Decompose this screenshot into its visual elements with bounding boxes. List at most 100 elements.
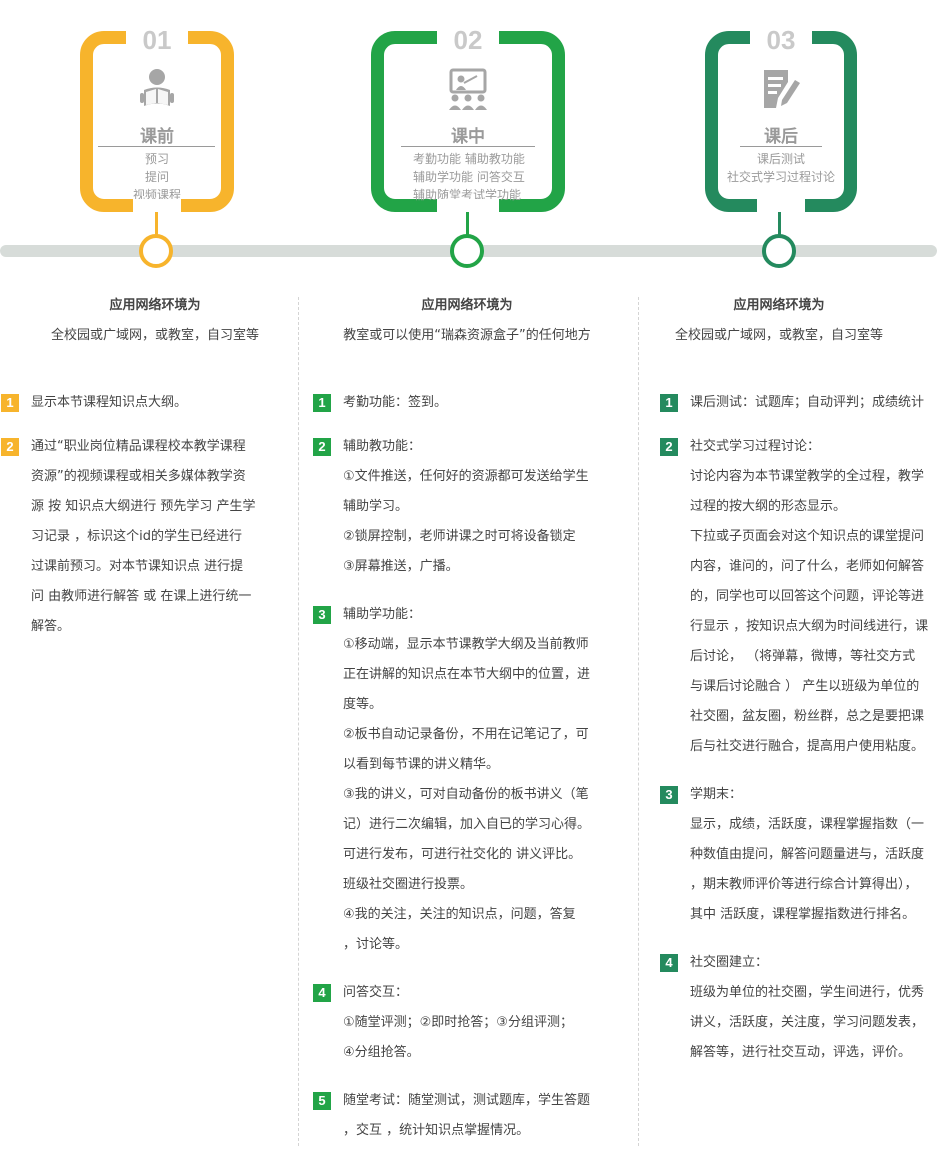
stage-title: 课中 (451, 127, 485, 147)
stage-card-in-class: 02 课中 考勤功能 辅助教功能 辅助学功能 问答交互 辅助随堂考试学功能 (371, 20, 565, 212)
timeline-node-2 (450, 234, 484, 268)
pre-class-list: 1 显示本节课程知识点大纲。 2 通过“职业岗位精品课程校本教学课程 资源”的视… (1, 388, 291, 660)
post-class-list: 1 课后测试：试题库；自动评判；成绩统计 2 社交式学习过程讨论： 讨论内容为本… (660, 388, 950, 1086)
item-text: 辅助学功能： (343, 607, 422, 622)
list-item: 3 辅助学功能： ①移动端，显示本节课教学大纲及当前教师 正在讲解的知识点在本节… (313, 600, 633, 960)
item-text: 社交圈建立： (690, 955, 769, 970)
env-text: 全校园或广域网，或教室，自习室等 (674, 328, 883, 343)
divider (740, 146, 822, 147)
timeline-node-1 (139, 234, 173, 268)
item-text: 学期末： (690, 787, 743, 802)
item-text: ①文件推送，任何好的资源都可发送给学生 (343, 469, 589, 484)
item-text: 行显示 ，按知识点大纲为时间线进行，课 (690, 619, 929, 634)
item-number-badge: 1 (313, 394, 331, 412)
env-title: 应用网络环境为 (109, 298, 201, 313)
stage-items: 课后测试 社交式学习过程讨论 (718, 150, 844, 186)
stage-item: 考勤功能 辅助教功能 (413, 152, 525, 166)
item-text: 辅助教功能： (343, 439, 422, 454)
item-text: ③我的讲义，可对自动备份的板书讲义（笔 (343, 787, 589, 802)
stage-item: 辅助学功能 问答交互 (413, 170, 525, 184)
list-item: 1 显示本节课程知识点大纲。 (1, 388, 291, 418)
item-text: 问答交互： (343, 985, 409, 1000)
teacher-presentation-icon (449, 68, 487, 110)
item-text: 习记录 ，标识这个id的学生已经进行 (31, 529, 242, 544)
item-text: 显示本节课程知识点大纲。 (31, 395, 188, 410)
item-text: ，讨论等。 (343, 937, 409, 952)
item-text: 记）进行二次编辑，加入自已的学习心得。 (343, 817, 591, 832)
list-item: 3 学期末： 显示，成绩，活跃度，课程掌握指数（一 种数值由提问，解答问题量进与… (660, 780, 950, 930)
item-text: ④分组抢答。 (343, 1045, 420, 1060)
stage-item: 预习 (144, 152, 169, 166)
list-item: 1 课后测试：试题库；自动评判；成绩统计 (660, 388, 950, 418)
item-text: 问 由教师进行解答 或 在课上进行统一 (31, 589, 252, 604)
list-item: 2 通过“职业岗位精品课程校本教学课程 资源”的视频课程或相关多媒体教学资 源 … (1, 432, 291, 642)
item-text: 其中 活跃度，课程掌握指数进行排名。 (690, 907, 916, 922)
item-text: 随堂考试：随堂测试，测试题库，学生答题 (343, 1093, 591, 1108)
item-text: 后讨论， （将弹幕，微博，等社交方式 (690, 649, 916, 664)
stage-card-post-class: 03 课后 课后测试 社交式学习过程讨论 (705, 20, 857, 212)
item-text: 下拉或子页面会对这个知识点的课堂提问 (690, 529, 925, 544)
stage-number: 01 (126, 20, 188, 60)
item-text: ①随堂评测；②即时抢答；③分组评测； (343, 1015, 573, 1030)
reader-person-icon (140, 69, 174, 106)
item-text: 讨论内容为本节课堂教学的全过程，教学 (690, 469, 925, 484)
item-text: 社交圈，盆友圈，粉丝群，总之是要把课 (690, 709, 925, 724)
item-number-badge: 3 (313, 606, 331, 624)
card-notch (757, 199, 805, 212)
item-text: 以看到每节课的讲义精华。 (343, 757, 500, 772)
item-text: 资源”的视频课程或相关多媒体教学资 (31, 469, 246, 484)
column-divider (638, 297, 639, 1146)
item-text: ，交互 ，统计知识点掌握情况。 (343, 1123, 530, 1138)
item-number-badge: 5 (313, 1092, 331, 1110)
item-number-badge: 1 (1, 394, 19, 412)
item-text: 辅助学习。 (343, 499, 409, 514)
stage-items: 考勤功能 辅助教功能 辅助学功能 问答交互 辅助随堂考试学功能 (413, 150, 552, 204)
item-text: 源 按 知识点大纲进行 预先学习 产生学 (31, 499, 256, 514)
env-text: 全校园或广域网，或教室，自习室等 (50, 328, 259, 343)
list-item: 2 社交式学习过程讨论： 讨论内容为本节课堂教学的全过程，教学 过程的按大纲的形… (660, 432, 950, 762)
item-text: ②锁屏控制，老师讲课之时可将设备锁定 (343, 529, 576, 544)
item-text: 讲义，活跃度，关注度，学习问题发表， (690, 1015, 925, 1030)
stage-title: 课后 (764, 127, 798, 147)
connector-stem (155, 212, 158, 236)
item-text: 考勤功能：签到。 (343, 395, 448, 410)
stage-card-pre-class: 01 课前 预习 提问 视频课程 (80, 20, 234, 212)
stage-item: 视频课程 (132, 188, 181, 202)
document-edit-icon (764, 70, 800, 108)
connector-stem (466, 212, 469, 236)
list-item: 5 随堂考试：随堂测试，测试题库，学生答题 ，交互 ，统计知识点掌握情况。 (313, 1086, 633, 1146)
item-text: ④我的关注，关注的知识点，问题，答复 (343, 907, 576, 922)
item-text: 过课前预习。对本节课知识点 进行提 (31, 559, 244, 574)
item-text: 通过“职业岗位精品课程校本教学课程 (31, 439, 246, 454)
item-number-badge: 2 (1, 438, 19, 456)
env-title: 应用网络环境为 (733, 298, 825, 313)
item-text: 解答等，进行社交互动，评选，评价。 (690, 1045, 912, 1060)
column-divider (298, 297, 299, 1146)
list-item: 2 辅助教功能： ①文件推送，任何好的资源都可发送给学生 辅助学习。 ②锁屏控制… (313, 432, 633, 582)
item-number-badge: 4 (313, 984, 331, 1002)
item-text: 可进行发布，可进行社交化的 讲义评比。 (343, 847, 582, 862)
item-number-badge: 2 (660, 438, 678, 456)
item-text: 课后测试：试题库；自动评判；成绩统计 (690, 395, 925, 410)
list-item: 1 考勤功能：签到。 (313, 388, 633, 418)
env-text: 教室或可以使用“瑞森资源盒子”的任何地方 (343, 328, 591, 343)
stage-number: 03 (750, 20, 812, 60)
item-text: 班级社交圈进行投票。 (343, 877, 474, 892)
env-title: 应用网络环境为 (421, 298, 513, 313)
card-notch (437, 199, 499, 212)
card-notch (133, 199, 181, 212)
stage-item: 提问 (144, 170, 169, 184)
in-class-list: 1 考勤功能：签到。 2 辅助教功能： ①文件推送，任何好的资源都可发送给学生 … (313, 388, 633, 1164)
item-text: 的，同学也可以回答这个问题，评论等进 (690, 589, 925, 604)
item-number-badge: 3 (660, 786, 678, 804)
stage-number: 02 (437, 20, 499, 60)
item-text: ③屏幕推送，广播。 (343, 559, 459, 574)
stage-item: 社交式学习过程讨论 (726, 170, 835, 184)
stage-item: 辅助随堂考试学功能 (413, 188, 522, 202)
item-text: 正在讲解的知识点在本节大纲中的位置，进 (343, 667, 591, 682)
item-text: 与课后讨论融合 ） 产生以班级为单位的 (690, 679, 920, 694)
stage-title: 课前 (140, 127, 174, 147)
list-item: 4 社交圈建立： 班级为单位的社交圈，学生间进行，优秀 讲义，活跃度，关注度，学… (660, 948, 950, 1068)
item-text: 社交式学习过程讨论： (690, 439, 821, 454)
item-number-badge: 1 (660, 394, 678, 412)
